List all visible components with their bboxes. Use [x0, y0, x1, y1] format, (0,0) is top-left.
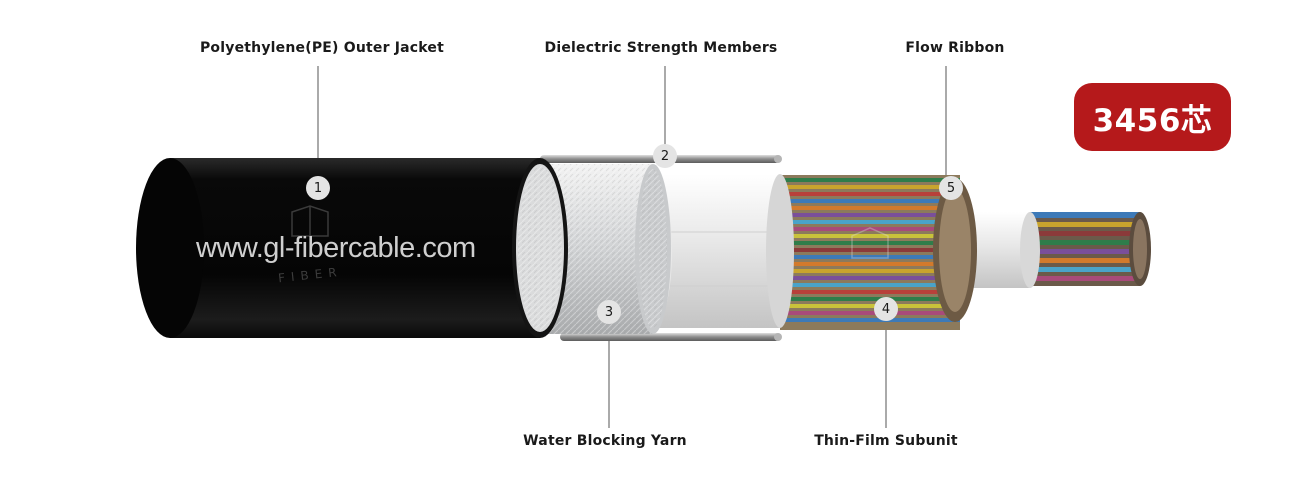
- callout-marker-3: 3: [597, 300, 621, 324]
- callout-label-4: Thin-Film Subunit: [814, 433, 958, 449]
- thin-film-tube-end: [766, 174, 794, 328]
- callout-label-1: Polyethylene(PE) Outer Jacket: [199, 40, 445, 56]
- fiber-count-badge: 3456芯: [1074, 83, 1231, 151]
- jacket-brand-logo: [291, 205, 329, 237]
- callout-number-1: 1: [313, 180, 323, 196]
- callout-number-4: 4: [881, 301, 891, 317]
- callout-marker-4: 4: [874, 297, 898, 321]
- strength-rod-bottom: [560, 333, 780, 341]
- callout-number-2: 2: [660, 148, 670, 164]
- watermark-url: www.gl-fibercable.com: [196, 232, 476, 264]
- inner-fiber-bundle: [1015, 212, 1151, 286]
- inner-subunit-tube-end: [1020, 212, 1040, 288]
- strength-rod-top-end: [774, 155, 782, 163]
- fiber-brand-logo: [851, 227, 889, 259]
- strength-rod-bottom-end: [774, 333, 782, 341]
- callout-label-5: Flow Ribbon: [905, 40, 1005, 56]
- callout-label-3: Water Blocking Yarn: [523, 433, 687, 449]
- outer-jacket-left-end: [136, 158, 204, 338]
- callout-label-2: Dielectric Strength Members: [544, 40, 778, 56]
- outer-jacket: [170, 158, 540, 338]
- callout-number-5: 5: [946, 180, 956, 196]
- callout-number-3: 3: [604, 304, 614, 320]
- thin-film-tube: [652, 174, 780, 328]
- fiber-ribbon-bundle: [780, 175, 960, 330]
- callout-marker-1: 1: [306, 176, 330, 200]
- fiber-bundle-end-highlight: [939, 188, 971, 312]
- callout-marker-5: 5: [939, 176, 963, 200]
- callout-marker-2: 2: [653, 144, 677, 168]
